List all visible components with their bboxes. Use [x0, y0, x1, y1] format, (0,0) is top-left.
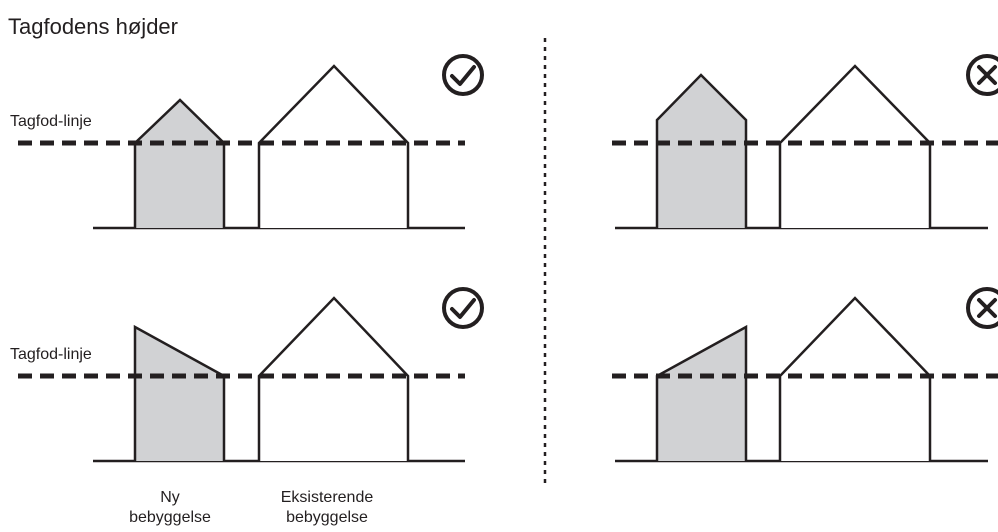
existing-building	[257, 64, 410, 228]
example-bottom-left-correct	[18, 287, 484, 463]
x-circle-icon	[966, 54, 998, 96]
existing-building	[778, 296, 932, 461]
existing-building	[778, 64, 932, 228]
eave-line-label-bottom: Tagfod-linje	[10, 346, 92, 363]
check-circle-icon	[442, 287, 484, 329]
example-top-right-wrong	[612, 54, 998, 230]
new-building	[133, 324, 226, 461]
existing-building	[257, 296, 410, 461]
diagram-title: Tagfodens højder	[8, 14, 178, 39]
caption-existing-building: Eksisterende bebyggelse	[280, 489, 374, 526]
caption-new-building: Ny bebyggelse	[129, 489, 211, 526]
new-building	[655, 324, 748, 461]
eave-line-label-top: Tagfod-linje	[10, 113, 92, 130]
example-top-left-correct	[18, 54, 484, 230]
new-building	[133, 98, 226, 228]
example-bottom-right-wrong	[612, 287, 998, 463]
x-circle-icon	[966, 287, 998, 329]
check-circle-icon	[442, 54, 484, 96]
new-building	[655, 73, 748, 228]
